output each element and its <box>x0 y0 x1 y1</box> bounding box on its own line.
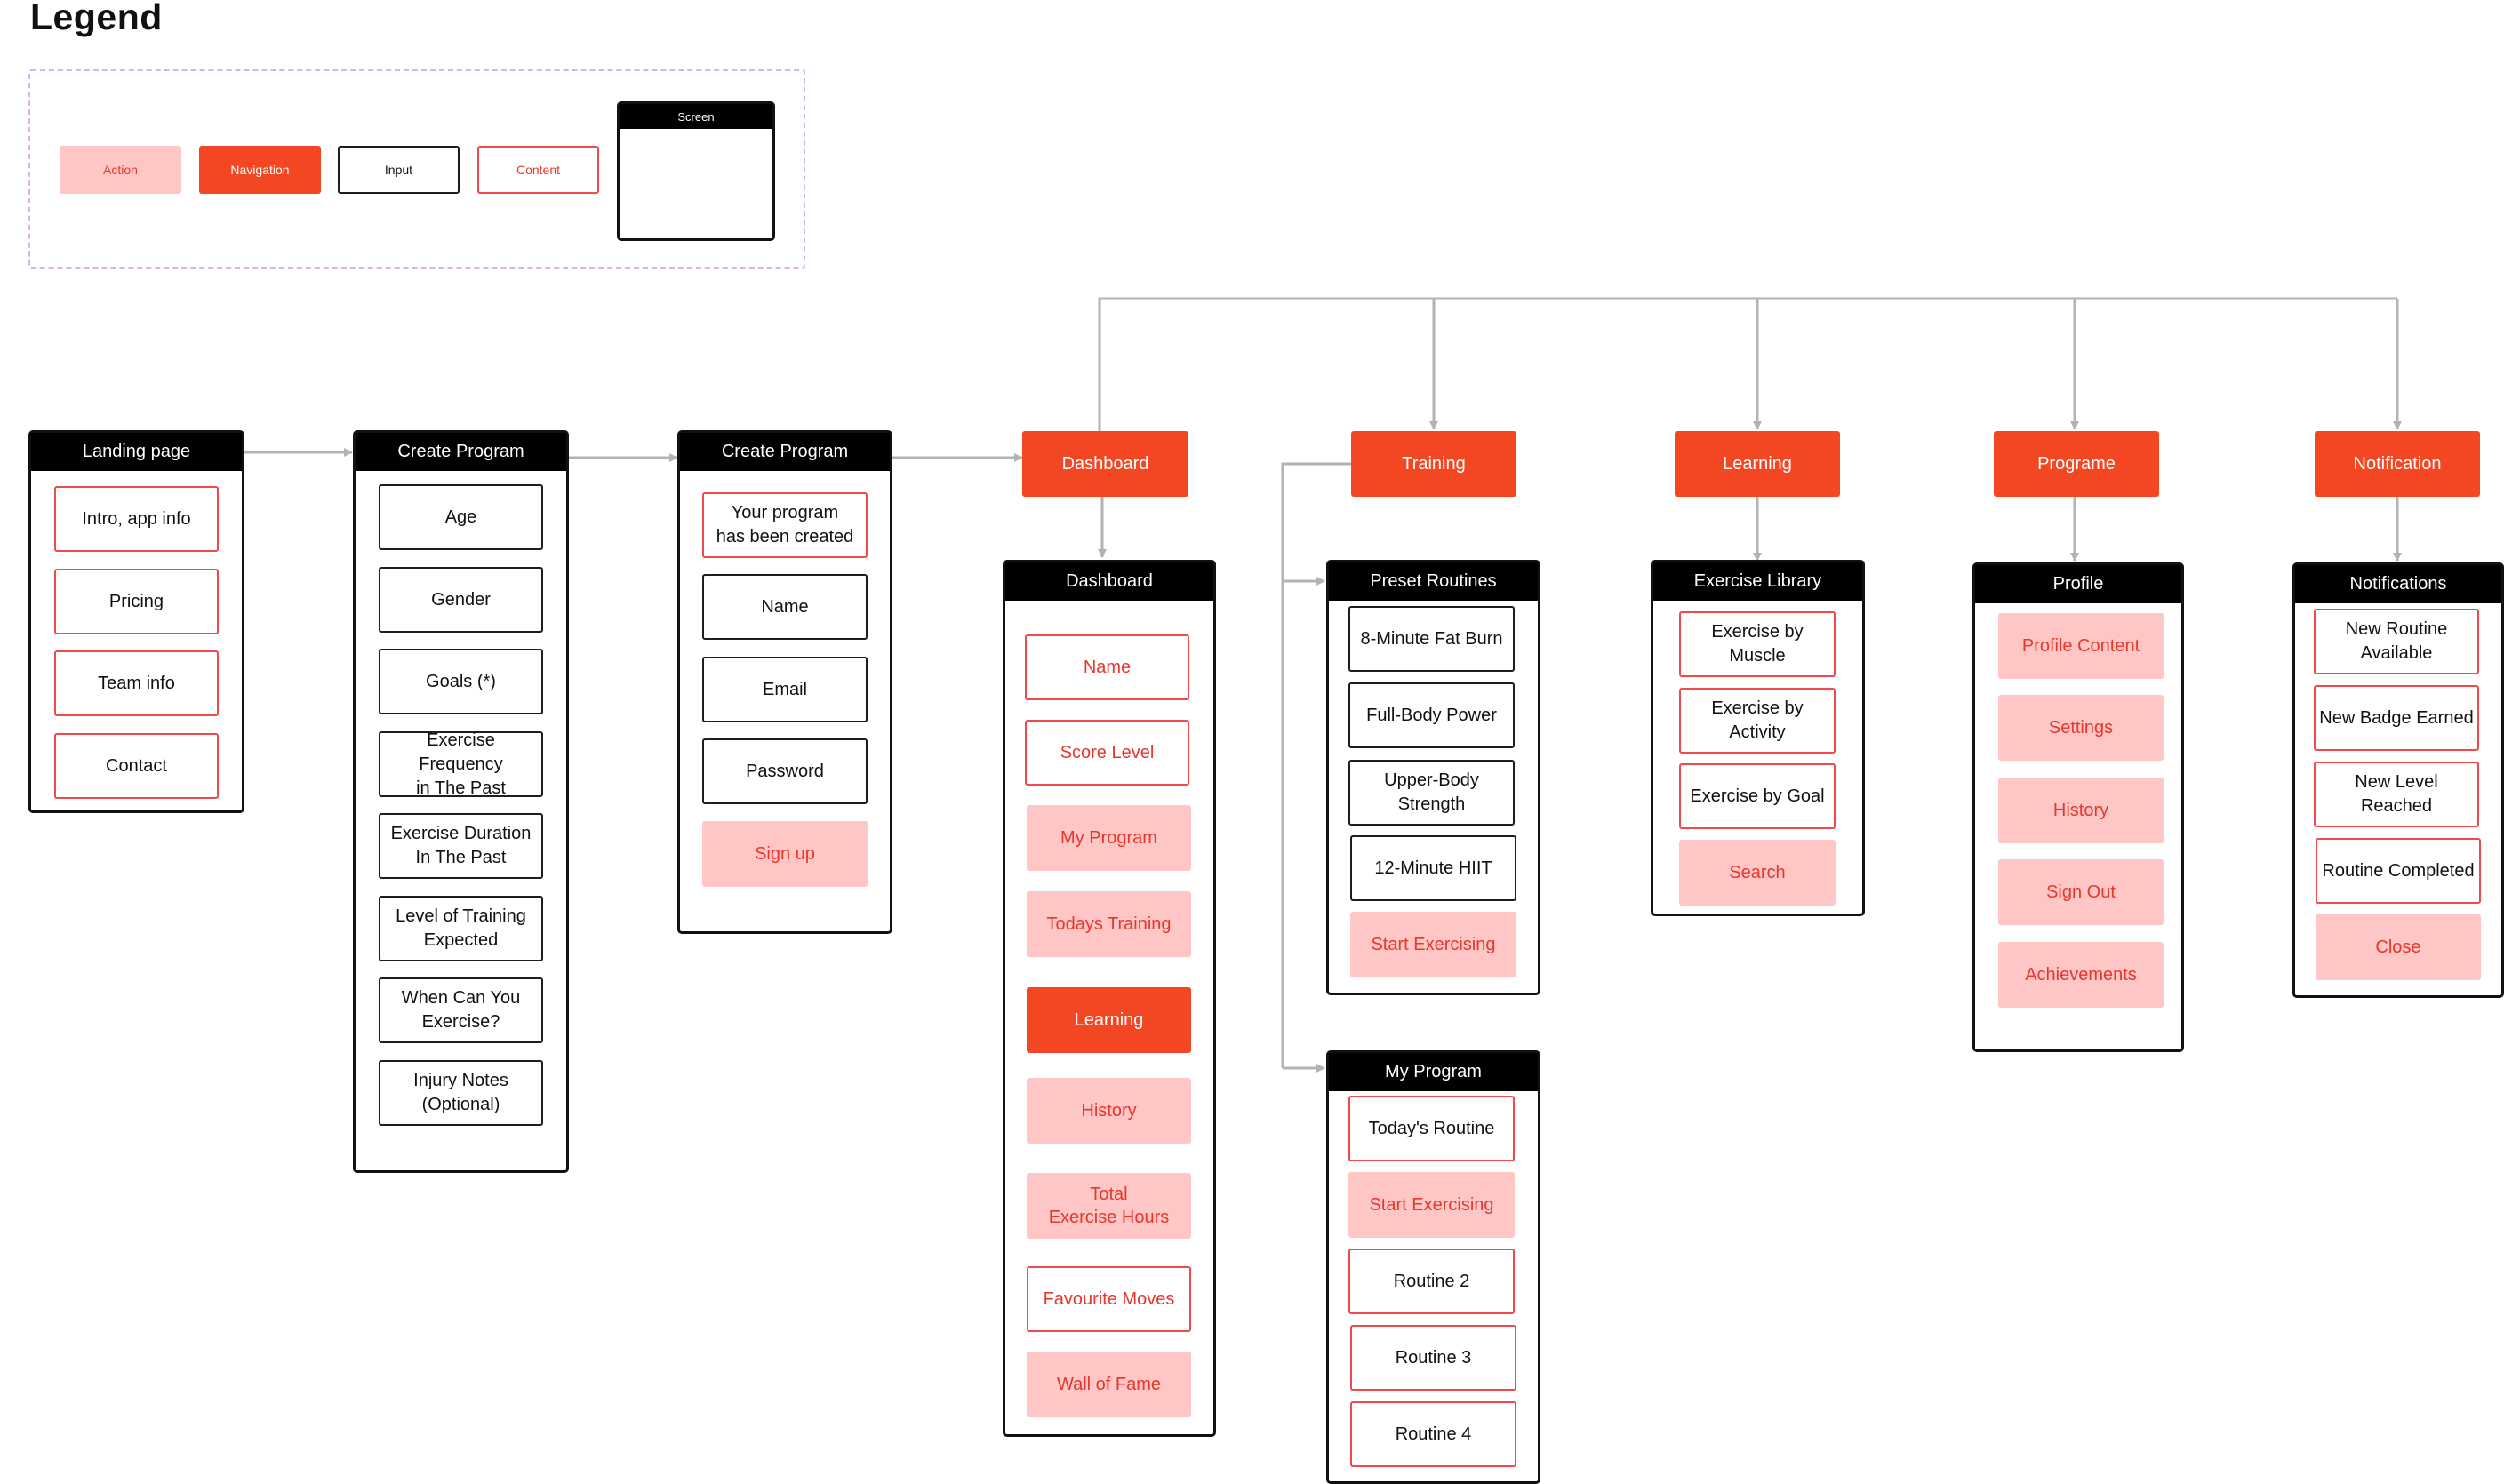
notification-new-level: New Level Reached <box>2314 762 2479 827</box>
dashboard-learning: Learning <box>1027 987 1191 1053</box>
program-created-message: Your program has been created <box>702 492 868 558</box>
notification-new-routine: New Routine Available <box>2314 609 2479 674</box>
profile-sign-out: Sign Out <box>1998 859 2164 925</box>
notification-new-badge: New Badge Earned <box>2314 685 2479 751</box>
dashboard-favourite-moves: Favourite Moves <box>1027 1266 1191 1332</box>
routine-upper-body-strength: Upper-Body Strength <box>1348 760 1515 826</box>
sign-up-action: Sign up <box>702 821 868 887</box>
legend-action-swatch: Action <box>60 146 181 194</box>
legend-input-swatch: Input <box>338 146 460 194</box>
routine-full-body-power: Full-Body Power <box>1348 682 1515 748</box>
landing-team-item: Team info <box>54 650 219 716</box>
top-bus-line <box>1098 297 2397 431</box>
gender-input: Gender <box>379 567 543 633</box>
password-input: Password <box>702 738 868 804</box>
learning-nav: Learning <box>1675 431 1840 497</box>
profile-achievements: Achievements <box>1998 942 2164 1008</box>
name-input: Name <box>702 574 868 640</box>
dashboard-history: History <box>1027 1078 1191 1144</box>
profile-title: Profile <box>1975 565 2181 603</box>
screen-create-program-form: Create Program <box>353 430 569 1173</box>
age-input: Age <box>379 484 543 550</box>
dashboard-name: Name <box>1025 634 1189 700</box>
landing-pricing-item: Pricing <box>54 569 219 634</box>
legend-box <box>28 69 805 269</box>
legend-title: Legend <box>30 0 163 37</box>
exercise-by-muscle: Exercise by Muscle <box>1679 611 1836 677</box>
notification-routine-completed: Routine Completed <box>2316 838 2481 904</box>
preset-start-exercising: Start Exercising <box>1350 912 1516 977</box>
routine-3: Routine 3 <box>1350 1325 1516 1391</box>
routine-fat-burn: 8-Minute Fat Burn <box>1348 606 1515 672</box>
dashboard-total-exercise-hours: Total Exercise Hours <box>1027 1173 1191 1239</box>
dashboard-my-program: My Program <box>1027 805 1191 871</box>
library-search: Search <box>1679 840 1836 906</box>
programe-nav: Programe <box>1994 431 2159 497</box>
dashboard-todays-training: Todays Training <box>1027 891 1191 957</box>
training-nav: Training <box>1351 431 1516 497</box>
routine-4: Routine 4 <box>1350 1401 1516 1467</box>
injury-notes-input: Injury Notes (Optional) <box>379 1060 543 1126</box>
availability-input: When Can You Exercise? <box>379 977 543 1043</box>
legend-screen-swatch: Screen <box>617 101 775 241</box>
exercise-library-title: Exercise Library <box>1653 562 1862 601</box>
create-program-form-title: Create Program <box>356 433 566 471</box>
routine-2: Routine 2 <box>1348 1249 1515 1314</box>
notifications-close: Close <box>2316 914 2481 980</box>
profile-history: History <box>1998 778 2164 843</box>
profile-settings: Settings <box>1998 695 2164 761</box>
email-input: Email <box>702 657 868 722</box>
todays-routine: Today's Routine <box>1348 1096 1515 1161</box>
dashboard-nav: Dashboard <box>1022 431 1188 497</box>
legend-screen-label: Screen <box>620 104 772 129</box>
exercise-duration-input: Exercise Duration In The Past <box>379 813 543 879</box>
exercise-by-goal: Exercise by Goal <box>1679 763 1836 829</box>
legend-navigation-swatch: Navigation <box>199 146 321 194</box>
dashboard-wall-of-fame: Wall of Fame <box>1027 1352 1191 1417</box>
dashboard-score-level: Score Level <box>1025 720 1189 786</box>
goals-input: Goals (*) <box>379 649 543 714</box>
exercise-by-activity: Exercise by Activity <box>1679 688 1836 754</box>
landing-contact-item: Contact <box>54 733 219 799</box>
landing-intro-item: Intro, app info <box>54 486 219 552</box>
my-program-start-exercising: Start Exercising <box>1348 1172 1515 1238</box>
exercise-frequency-input: Exercise Frequency in The Past <box>379 730 543 798</box>
dashboard-screen-title: Dashboard <box>1005 562 1213 601</box>
landing-page-title: Landing page <box>31 433 242 471</box>
preset-routines-title: Preset Routines <box>1329 562 1538 601</box>
create-program-signup-title: Create Program <box>680 433 890 471</box>
routine-hiit: 12-Minute HIIT <box>1350 835 1516 901</box>
training-level-input: Level of Training Expected <box>379 896 543 961</box>
profile-content: Profile Content <box>1998 613 2164 679</box>
notifications-title: Notifications <box>2295 565 2501 603</box>
notification-nav: Notification <box>2315 431 2480 497</box>
legend-content-swatch: Content <box>477 146 599 194</box>
my-program-title: My Program <box>1329 1053 1538 1091</box>
